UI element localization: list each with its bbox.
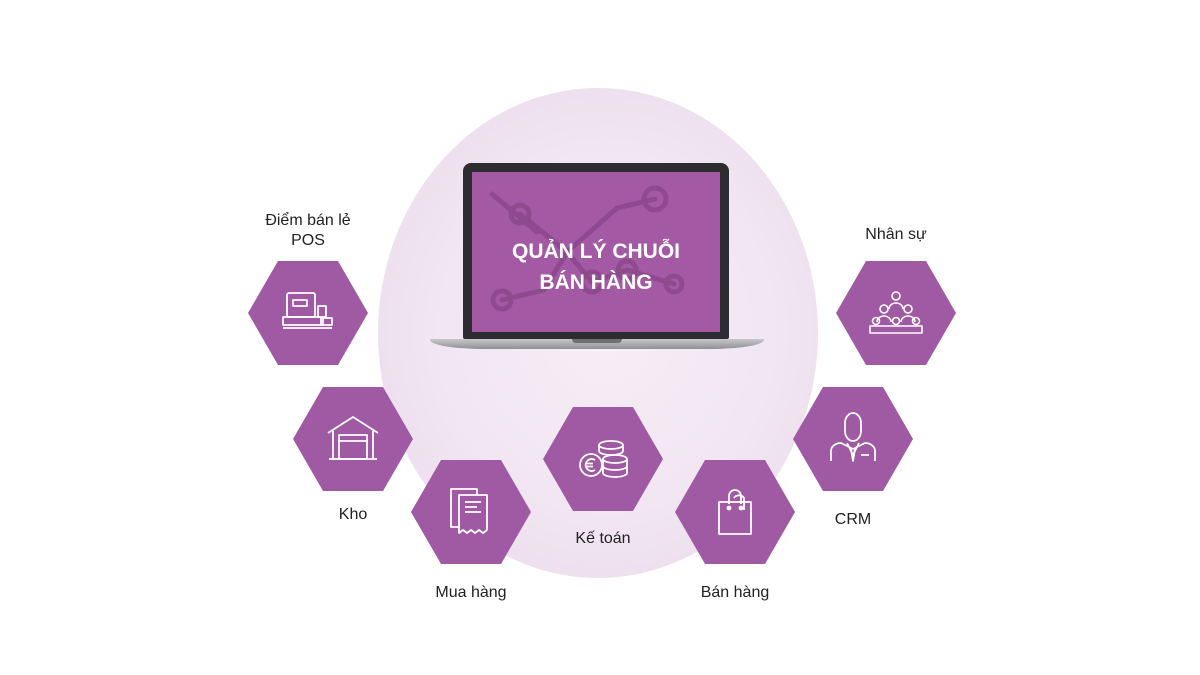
laptop-screen: QUẢN LÝ CHUỖI BÁN HÀNG bbox=[472, 172, 720, 332]
ke-toan-module-hexagon[interactable] bbox=[543, 407, 663, 511]
nhan-su-module-hexagon[interactable] bbox=[836, 261, 956, 365]
crm-label: CRM bbox=[834, 511, 872, 528]
pos-module-hexagon[interactable] bbox=[248, 261, 368, 365]
kho-module-hexagon[interactable] bbox=[293, 387, 413, 491]
ke-toan-label: Kế toán bbox=[575, 530, 631, 547]
kho-label: Kho bbox=[338, 506, 368, 523]
pos-label-line1: Điểm bán lẻ bbox=[265, 212, 351, 229]
network-graph-decoration bbox=[489, 185, 685, 312]
pos-label: Điểm bán lẻ POS bbox=[258, 211, 358, 251]
cash-register-icon bbox=[282, 292, 333, 329]
laptop-base bbox=[430, 339, 764, 349]
shopping-bag-icon bbox=[718, 489, 752, 535]
documents-icon bbox=[450, 488, 488, 534]
pos-label-line2: POS bbox=[291, 232, 325, 249]
ban-hang-label: Bán hàng bbox=[700, 584, 770, 601]
warehouse-icon bbox=[327, 416, 379, 460]
mua-hang-label: Mua hàng bbox=[435, 584, 507, 601]
laptop-bezel: QUẢN LÝ CHUỖI BÁN HÀNG bbox=[463, 163, 729, 339]
crm-module-hexagon[interactable] bbox=[793, 387, 913, 491]
businessman-icon bbox=[830, 412, 876, 462]
nhan-su-label: Nhân sự bbox=[865, 226, 927, 243]
coins-euro-icon bbox=[579, 440, 628, 478]
laptop-notch bbox=[572, 339, 622, 343]
screen-title: QUẢN LÝ CHUỖI BÁN HÀNG bbox=[472, 236, 720, 298]
laptop-illustration: QUẢN LÝ CHUỖI BÁN HÀNG bbox=[430, 163, 764, 353]
screen-title-line2: BÁN HÀNG bbox=[539, 271, 653, 294]
people-group-icon bbox=[869, 291, 923, 334]
screen-title-line1: QUẢN LÝ CHUỖI bbox=[512, 240, 680, 263]
